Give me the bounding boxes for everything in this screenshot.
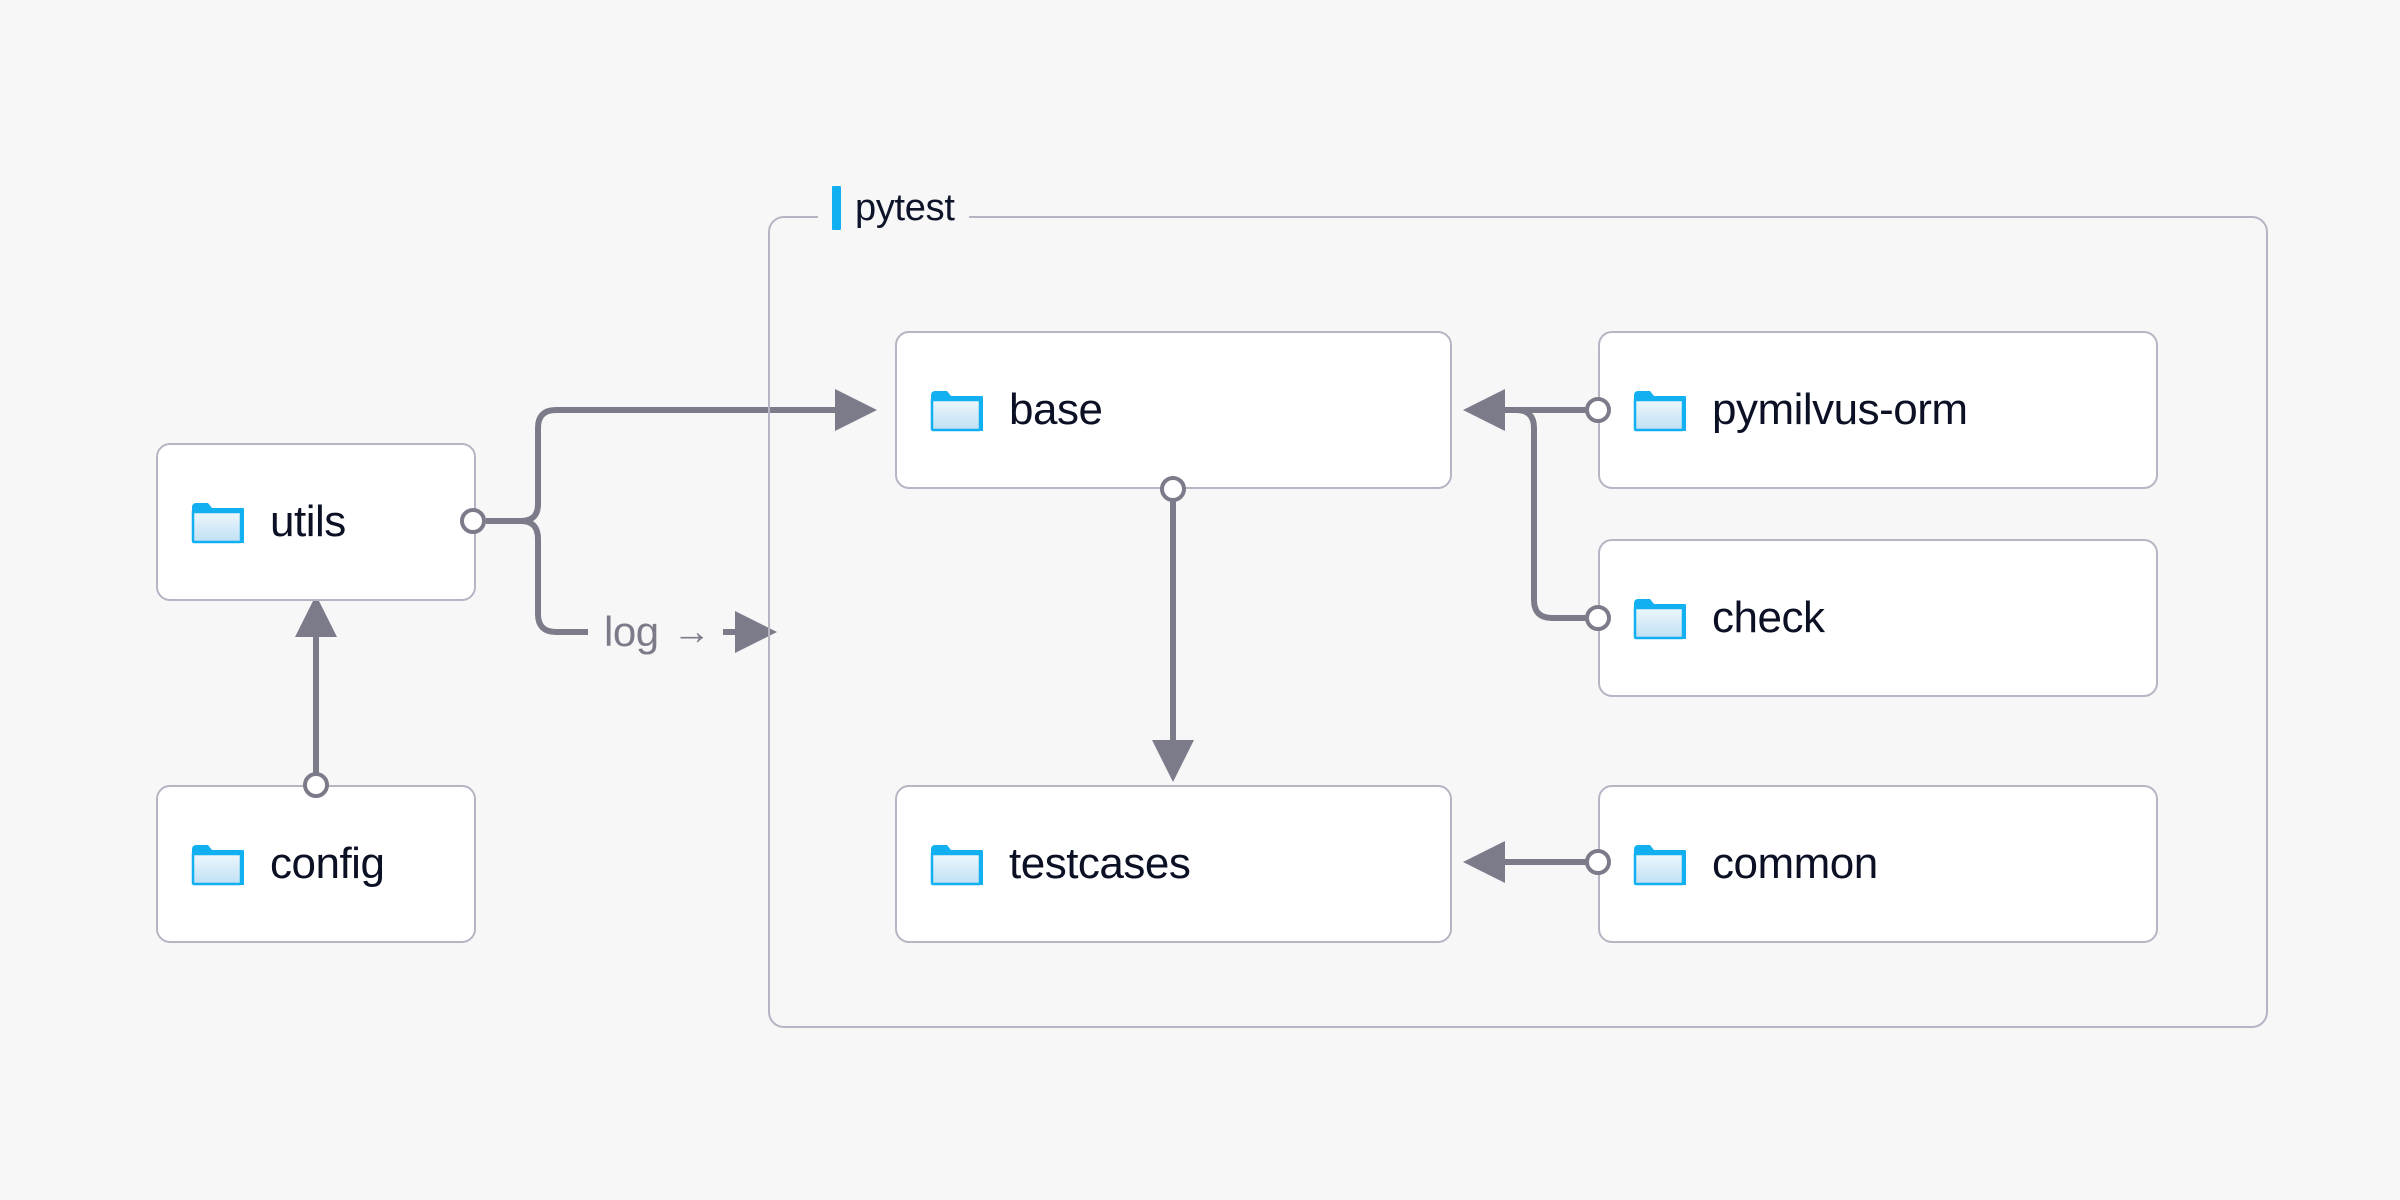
group-pytest-label-text: pytest xyxy=(855,186,955,229)
edge-label-log-text: log xyxy=(604,608,659,655)
port-pymilvus-orm-left[interactable] xyxy=(1585,397,1611,423)
node-config-label: config xyxy=(270,839,385,888)
edge-label-log: log → xyxy=(592,604,723,660)
group-pytest[interactable] xyxy=(768,216,2268,1028)
node-utils[interactable]: utils xyxy=(156,443,476,601)
folder-icon xyxy=(930,391,983,432)
node-check-label: check xyxy=(1712,593,1825,642)
node-config[interactable]: config xyxy=(156,785,476,943)
folder-icon xyxy=(1633,845,1686,886)
folder-icon xyxy=(191,845,244,886)
node-testcases-label: testcases xyxy=(1009,839,1191,888)
port-config-top[interactable] xyxy=(303,772,329,798)
port-common-left[interactable] xyxy=(1585,849,1611,875)
node-common[interactable]: common xyxy=(1598,785,2158,943)
folder-icon xyxy=(1633,391,1686,432)
folder-icon xyxy=(191,503,244,544)
edge-utils-log xyxy=(520,518,588,635)
group-accent-bar-icon xyxy=(832,186,841,230)
node-check[interactable]: check xyxy=(1598,539,2158,697)
folder-icon xyxy=(930,845,983,886)
node-pymilvus-orm[interactable]: pymilvus-orm xyxy=(1598,331,2158,489)
port-base-bottom[interactable] xyxy=(1160,476,1186,502)
node-pymilvus-orm-label: pymilvus-orm xyxy=(1712,385,1968,434)
node-testcases[interactable]: testcases xyxy=(895,785,1452,943)
group-pytest-label: pytest xyxy=(818,182,969,234)
node-common-label: common xyxy=(1712,839,1878,888)
port-utils-right[interactable] xyxy=(460,508,486,534)
node-utils-label: utils xyxy=(270,497,346,546)
folder-icon xyxy=(1633,599,1686,640)
arrow-right-icon: → xyxy=(672,611,711,653)
node-base-label: base xyxy=(1009,385,1103,434)
port-check-left[interactable] xyxy=(1585,605,1611,631)
node-base[interactable]: base xyxy=(895,331,1452,489)
